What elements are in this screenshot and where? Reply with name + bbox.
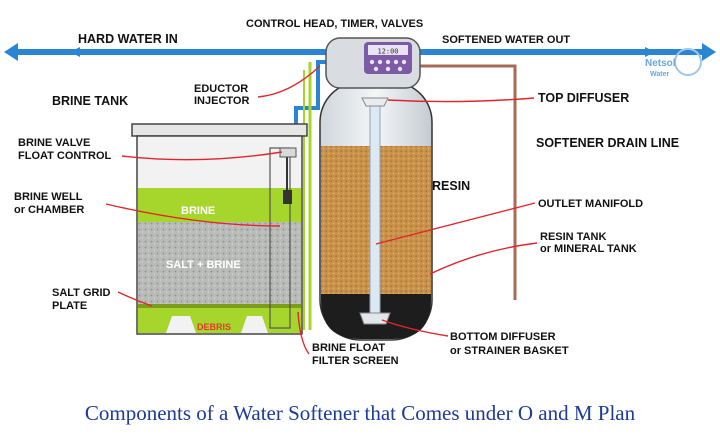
control-button-5	[401, 59, 407, 65]
label-brine-well-2: or CHAMBER	[14, 204, 84, 216]
label-resin-tank-1: RESIN TANK	[540, 231, 606, 243]
salt-grid-plate	[138, 304, 301, 308]
resin-tank	[319, 81, 433, 341]
label-bottom-diffuser-2: or STRAINER BASKET	[450, 345, 569, 357]
label-outlet-manifold: OUTLET MANIFOLD	[538, 198, 643, 210]
brine-float	[283, 190, 292, 204]
pointer-brine-well	[105, 203, 281, 227]
pointer-resin-tank	[429, 242, 538, 275]
pointer-eductor	[257, 65, 321, 98]
brine-layer	[138, 188, 301, 222]
control-head: 12:00	[325, 37, 421, 89]
logo-droplet-icon	[674, 48, 702, 76]
control-button-4	[393, 59, 399, 65]
eductor-line	[294, 60, 326, 330]
pointer-top-diffuser	[387, 97, 535, 103]
label-softened-water-out: SOFTENED WATER OUT	[442, 34, 570, 46]
logo-name: Netsol	[645, 58, 676, 69]
salt-brine-layer	[138, 222, 301, 304]
inlet-pipe	[4, 43, 332, 61]
label-resin-tank-2: or MINERAL TANK	[540, 243, 637, 255]
brine-tank	[131, 123, 308, 335]
diagram-caption: Components of a Water Softener that Come…	[85, 401, 636, 425]
label-bottom-diffuser-1: BOTTOM DIFFUSER	[450, 331, 556, 343]
label-brine: BRINE	[181, 205, 215, 217]
label-debris: DEBRIS	[197, 322, 231, 332]
pointer-outlet-manifold	[375, 202, 536, 245]
control-button-2	[377, 59, 383, 65]
riser-tube	[369, 97, 381, 314]
debris-layer	[138, 308, 301, 333]
label-resin: RESIN	[432, 179, 470, 193]
pointer-brine-float	[297, 311, 310, 355]
bottom-diffuser-shape	[359, 312, 391, 325]
control-button-3	[385, 59, 391, 65]
pointer-lines	[105, 65, 538, 355]
labels: HARD WATER IN CONTROL HEAD, TIMER, VALVE…	[14, 18, 679, 367]
control-button-1	[369, 59, 375, 65]
label-salt-brine: SALT + BRINE	[166, 259, 241, 271]
label-brine-float-1: BRINE FLOAT	[312, 342, 385, 354]
label-brine-valve-1: BRINE VALVE	[18, 137, 90, 149]
control-button-8	[397, 66, 403, 72]
label-brine-valve-2: FLOAT CONTROL	[18, 150, 112, 162]
pointer-salt-grid	[117, 291, 153, 307]
label-brine-well-1: BRINE WELL	[14, 191, 83, 203]
brine-tank-lid	[131, 123, 308, 137]
label-control-head: CONTROL HEAD, TIMER, VALVES	[246, 18, 423, 30]
netsol-logo: Netsol Water	[645, 48, 702, 78]
control-button-6	[373, 66, 379, 72]
control-screen	[368, 45, 408, 55]
label-salt-grid-1: SALT GRID	[52, 287, 111, 299]
control-button-7	[385, 66, 391, 72]
label-eductor-1: EDUCTOR	[194, 83, 248, 95]
drain-line	[420, 64, 517, 300]
label-eductor-2: INJECTOR	[194, 95, 249, 107]
label-brine-tank: BRINE TANK	[52, 94, 128, 108]
outlet-pipe	[420, 43, 716, 61]
pointer-bottom-diffuser	[381, 319, 449, 337]
label-brine-float-2: FILTER SCREEN	[312, 355, 399, 367]
label-top-diffuser: TOP DIFFUSER	[538, 91, 629, 105]
control-display: 12:00	[377, 48, 398, 56]
label-hard-water-in: HARD WATER IN	[78, 32, 178, 46]
brine-float-rod	[286, 156, 288, 190]
label-salt-grid-2: PLATE	[52, 300, 87, 312]
logo-sub: Water	[650, 71, 669, 78]
label-softener-drain-line: SOFTENER DRAIN LINE	[536, 136, 679, 150]
top-diffuser-shape	[361, 97, 389, 107]
pointer-brine-valve	[121, 151, 283, 161]
brine-valve	[279, 147, 297, 158]
